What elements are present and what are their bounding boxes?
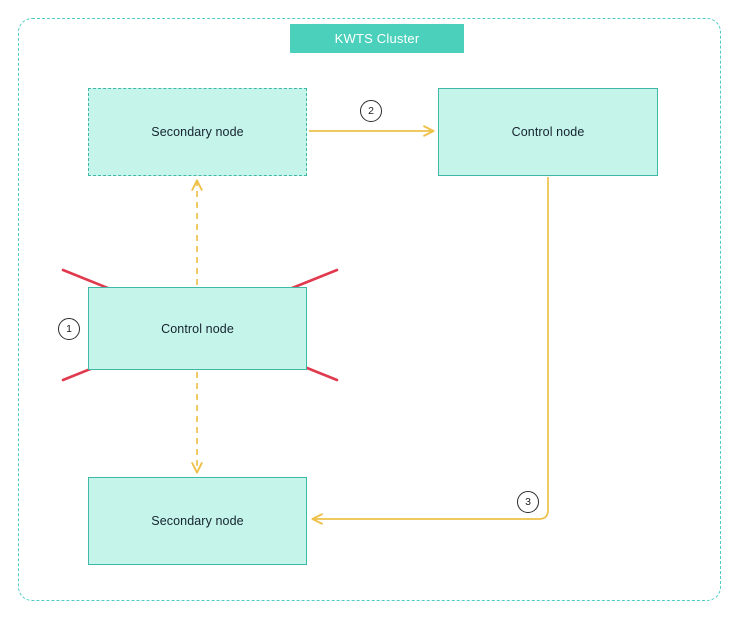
step-marker-1: 1 [58,318,80,340]
node-secondary-top[interactable]: Secondary node [88,88,307,176]
cluster-container [18,18,721,601]
node-secondary-top-label: Secondary node [151,125,244,139]
node-secondary-bottom-label: Secondary node [151,514,244,528]
step-marker-2: 2 [360,100,382,122]
node-control-right[interactable]: Control node [438,88,658,176]
step-marker-3: 3 [517,491,539,513]
cluster-title-banner: KWTS Cluster [290,24,464,53]
node-control-failed[interactable]: Control node [88,287,307,370]
node-secondary-bottom[interactable]: Secondary node [88,477,307,565]
node-control-right-label: Control node [511,125,585,139]
node-control-failed-label: Control node [161,321,234,336]
